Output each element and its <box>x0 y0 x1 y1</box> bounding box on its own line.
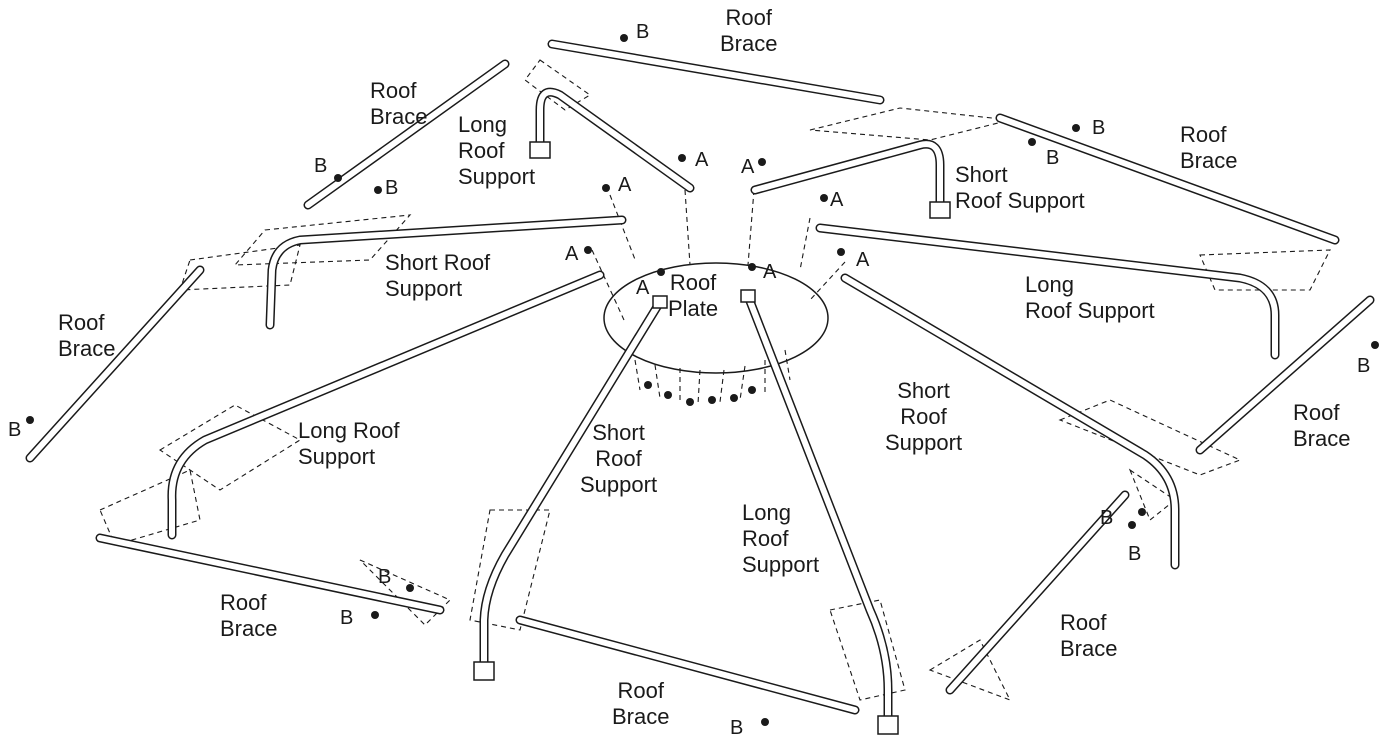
fastener-b-label-10: B <box>1100 507 1114 529</box>
short-roof-support-label-right: Short Roof Support <box>885 378 963 455</box>
roof-brace-label-bottom: Roof Brace <box>612 678 670 729</box>
fastener-bolts <box>26 34 1379 726</box>
fastener-a-label-2: A <box>741 156 755 178</box>
long-roof-support-label-left: Long Roof Support <box>298 418 400 469</box>
fastener-b-label-4: B <box>314 155 328 177</box>
end-tabs <box>473 141 951 735</box>
fastener-a-label-4: A <box>830 189 844 211</box>
fastener-b-label-8: B <box>378 566 392 588</box>
fastener-a-label-5: A <box>565 243 579 265</box>
fastener-b-label-2: B <box>1092 117 1106 139</box>
roof-supports <box>167 87 1280 725</box>
fastener-b-label-12: B <box>730 717 744 739</box>
roof-brace-label-upper-right: Roof Brace <box>1180 122 1238 173</box>
alignment-guides <box>99 59 1331 702</box>
fastener-a-label-7: A <box>636 277 650 299</box>
fastener-b-label-9: B <box>340 607 354 629</box>
short-roof-support-label-bottom: Short Roof Support <box>580 420 658 497</box>
fastener-b-label-11: B <box>1128 543 1142 565</box>
fastener-b-label-7: B <box>1357 355 1371 377</box>
fastener-b-label-1: B <box>636 21 650 43</box>
long-roof-support-label-bottom: Long Roof Support <box>742 500 820 577</box>
roof-brace-label-left: Roof Brace <box>58 310 116 361</box>
fastener-b-label-3: B <box>1046 147 1060 169</box>
fastener-b-label-5: B <box>385 177 399 199</box>
roof-brace-label-top: Roof Brace <box>720 5 778 56</box>
long-roof-support-label-right: Long Roof Support <box>1025 272 1155 323</box>
roof-brace-label-upper-left: Roof Brace <box>370 78 428 129</box>
roof-brace-label-lower-left: Roof Brace <box>220 590 278 641</box>
fastener-a-label-8: A <box>763 261 777 283</box>
short-roof-support-label-left: Short Roof Support <box>385 250 491 301</box>
roof-braces <box>25 39 1375 715</box>
fastener-b-label-6: B <box>8 419 22 441</box>
roof-brace-label-right: Roof Brace <box>1293 400 1351 451</box>
roof-plate-label: Roof Plate <box>668 270 719 321</box>
fastener-a-label-3: A <box>618 174 632 196</box>
fastener-a-label-6: A <box>856 249 870 271</box>
long-roof-support-label-upper: Long Roof Support <box>458 112 536 189</box>
roof-brace-label-lower-right: Roof Brace <box>1060 610 1118 661</box>
short-roof-support-label-upper-right: Short Roof Support <box>955 162 1085 213</box>
fastener-a-label-1: A <box>695 149 709 171</box>
